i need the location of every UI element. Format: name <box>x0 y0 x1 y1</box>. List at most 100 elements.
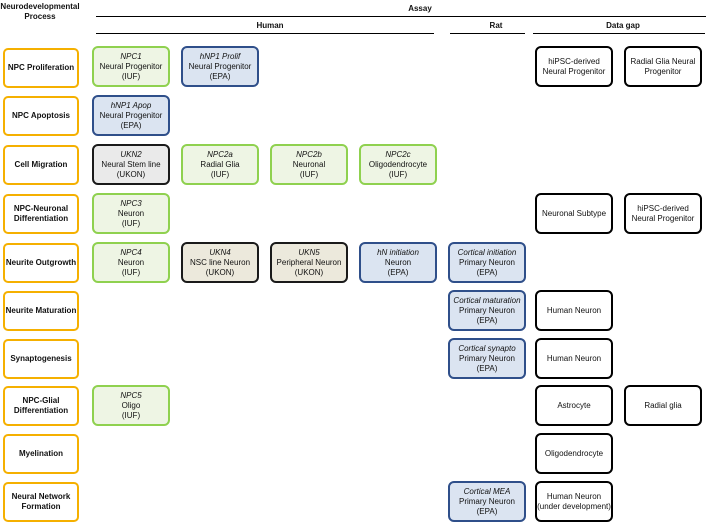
assay-cell-type: Neural Progenitor <box>188 61 252 71</box>
gap-human-neuron-synaptogenesis: Human Neuron <box>535 338 613 379</box>
assay-lab: (UKON) <box>116 169 146 179</box>
gap-label: Radial glia <box>644 400 682 410</box>
assay-lab: (IUF) <box>299 169 319 179</box>
assay-lab: (UKON) <box>205 267 235 277</box>
assay-name: Cortical synapto <box>458 343 516 353</box>
gap-hipsc-neural-progenitor-1: hiPSC-derived Neural Progenitor <box>535 46 613 87</box>
assay-npc2a: NPC2a Radial Glia (IUF) <box>181 144 259 185</box>
assay-cortical-initiation: Cortical initiation Primary Neuron (EPA) <box>448 242 526 283</box>
assay-lab: (EPA) <box>476 363 498 373</box>
human-header: Human <box>256 21 284 30</box>
assay-cell-type: Primary Neuron <box>458 496 515 506</box>
assay-ukn2: UKN2 Neural Stem line (UKON) <box>92 144 170 185</box>
gap-astrocyte: Astrocyte <box>535 385 613 426</box>
assay-lab: (IUF) <box>121 218 141 228</box>
assay-cell-type: Neural Progenitor <box>99 110 163 120</box>
assay-cell-type: Neuron <box>384 257 412 267</box>
assay-cell-type: Neuron <box>117 257 145 267</box>
assay-name: NPC4 <box>120 247 142 257</box>
process-neurite-maturation: Neurite Maturation <box>3 291 79 331</box>
assay-cell-type: Neural Progenitor <box>99 61 163 71</box>
assay-lab: (IUF) <box>121 410 141 420</box>
gap-label: Radial Glia Neural Progenitor <box>630 56 696 76</box>
assay-lab: (IUF) <box>121 71 141 81</box>
gap-human-neuron-network: Human Neuron (under development) <box>535 481 613 522</box>
assay-lab: (EPA) <box>209 71 231 81</box>
assay-cortical-mea: Cortical MEA Primary Neuron (EPA) <box>448 481 526 522</box>
assay-cortical-maturation: Cortical maturation Primary Neuron (EPA) <box>448 290 526 331</box>
assay-name: UKN5 <box>298 247 320 257</box>
assay-hnp1-apop: hNP1 Apop Neural Progenitor (EPA) <box>92 95 170 136</box>
rat-header: Rat <box>489 21 503 30</box>
assay-cell-type: Oligo <box>121 400 141 410</box>
assay-ukn4: UKN4 NSC line Neuron (UKON) <box>181 242 259 283</box>
assay-name: hNP1 Apop <box>110 100 152 110</box>
assay-npc4: NPC4 Neuron (IUF) <box>92 242 170 283</box>
human-line <box>96 33 434 34</box>
assay-name: UKN2 <box>120 149 142 159</box>
assay-cell-type: Neuronal <box>292 159 326 169</box>
assay-name: hN initiation <box>377 247 419 257</box>
gap-label: Human Neuron <box>546 305 602 315</box>
process-npc-proliferation: NPC Proliferation <box>3 48 79 88</box>
assay-cell-type: Primary Neuron <box>458 305 515 315</box>
assay-cortical-synapto: Cortical synapto Primary Neuron (EPA) <box>448 338 526 379</box>
assay-lab: (EPA) <box>387 267 409 277</box>
assay-hnp1-prolif: hNP1 Prolif Neural Progenitor (EPA) <box>181 46 259 87</box>
assay-lab: (IUF) <box>210 169 230 179</box>
assay-name: Cortical MEA <box>463 486 511 496</box>
assay-npc2c: NPC2c Oligodendrocyte (IUF) <box>359 144 437 185</box>
assay-lab: (EPA) <box>476 315 498 325</box>
gap-label: hiPSC-derived Neural Progenitor <box>631 203 695 223</box>
gap-radial-glia: Radial glia <box>624 385 702 426</box>
assay-lab: (EPA) <box>476 267 498 277</box>
process-neural-network-formation: Neural Network Formation <box>3 482 79 522</box>
data-gap-header: Data gap <box>606 21 640 30</box>
assay-header: Assay <box>408 4 432 13</box>
process-npc-glial-differentiation: NPC-Glial Differentiation <box>3 386 79 426</box>
assay-lab: (IUF) <box>121 267 141 277</box>
assay-name: Cortical maturation <box>453 295 521 305</box>
rat-line <box>450 33 525 34</box>
process-cell-migration: Cell Migration <box>3 145 79 185</box>
assay-name: NPC2a <box>207 149 233 159</box>
assay-cell-type: Primary Neuron <box>458 257 515 267</box>
assay-npc3: NPC3 Neuron (IUF) <box>92 193 170 234</box>
assay-cell-type: Primary Neuron <box>458 353 515 363</box>
gap-label: Neuronal Subtype <box>541 208 607 218</box>
gap-label: Human Neuron (under development) <box>537 491 611 511</box>
gap-neuronal-subtype: Neuronal Subtype <box>535 193 613 234</box>
assay-name: hNP1 Prolif <box>199 51 241 61</box>
assay-cell-type: Radial Glia <box>200 159 240 169</box>
assay-name: NPC2b <box>296 149 322 159</box>
gap-human-neuron-maturation: Human Neuron <box>535 290 613 331</box>
assay-cell-type: Neural Stem line <box>101 159 161 169</box>
assay-name: NPC2c <box>385 149 411 159</box>
gap-radial-glia-neural-progenitor: Radial Glia Neural Progenitor <box>624 46 702 87</box>
assay-name: NPC1 <box>120 51 142 61</box>
process-column-header: Neurodevelopmental Process <box>0 2 80 21</box>
assay-cell-type: NSC line Neuron <box>189 257 251 267</box>
assay-name: Cortical initiation <box>457 247 517 257</box>
process-npc-apoptosis: NPC Apoptosis <box>3 96 79 136</box>
data-gap-line <box>533 33 705 34</box>
assay-cell-type: Neuron <box>117 208 145 218</box>
gap-label: hiPSC-derived Neural Progenitor <box>542 56 606 76</box>
gap-label: Human Neuron <box>546 353 602 363</box>
assay-hn-initiation: hN initiation Neuron (EPA) <box>359 242 437 283</box>
process-npc-neuronal-differentiation: NPC-Neuronal Differentiation <box>3 194 79 234</box>
assay-ukn5: UKN5 Peripheral Neuron (UKON) <box>270 242 348 283</box>
assay-name: NPC5 <box>120 390 142 400</box>
gap-oligodendrocyte: Oligodendrocyte <box>535 433 613 474</box>
gap-label: Astrocyte <box>557 400 591 410</box>
process-synaptogenesis: Synaptogenesis <box>3 339 79 379</box>
assay-lab: (EPA) <box>120 120 142 130</box>
assay-lab: (EPA) <box>476 506 498 516</box>
gap-label: Oligodendrocyte <box>544 448 604 458</box>
assay-name: UKN4 <box>209 247 231 257</box>
process-myelination: Myelination <box>3 434 79 474</box>
assay-npc2b: NPC2b Neuronal (IUF) <box>270 144 348 185</box>
assay-cell-type: Peripheral Neuron <box>276 257 342 267</box>
assay-npc1: NPC1 Neural Progenitor (IUF) <box>92 46 170 87</box>
assay-lab: (UKON) <box>294 267 324 277</box>
